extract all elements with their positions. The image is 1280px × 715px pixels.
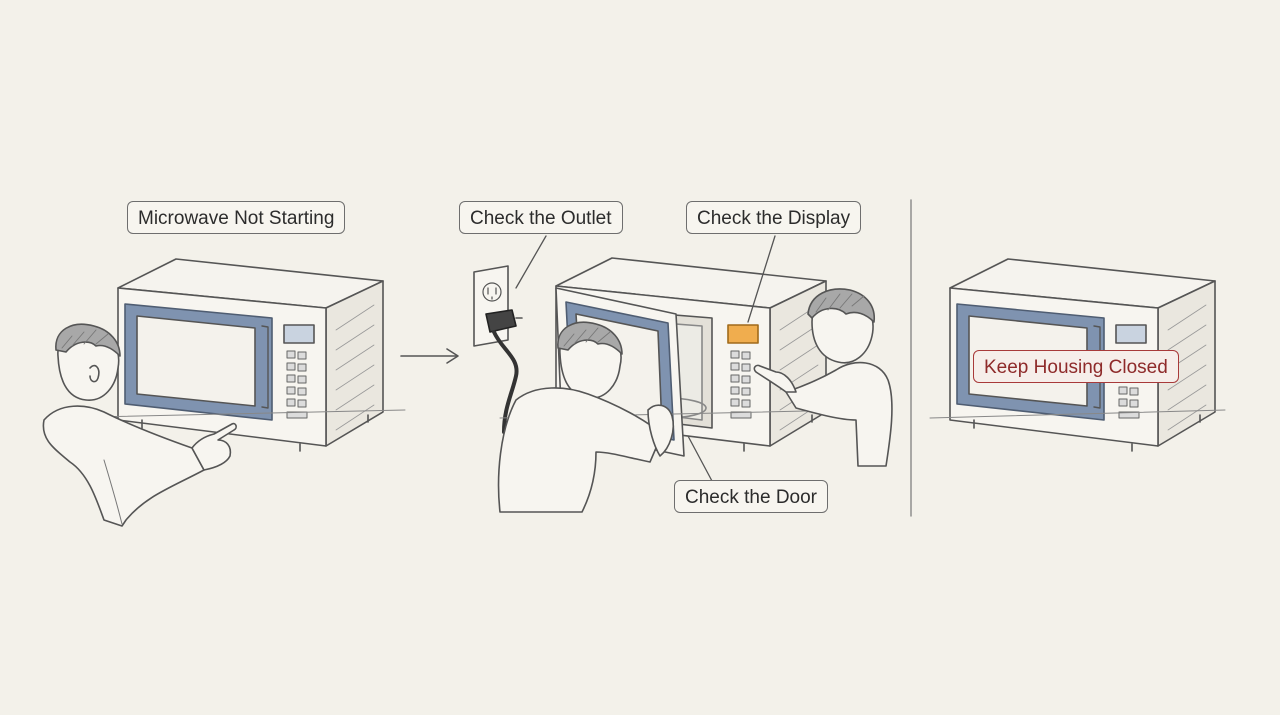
wall-outlet	[473, 265, 523, 434]
label-check-outlet: Check the Outlet	[459, 201, 623, 234]
label-check-door: Check the Door	[674, 480, 829, 513]
person-checking-door	[497, 321, 675, 513]
label-keep-housing-closed: Keep Housing Closed	[973, 350, 1179, 383]
microwave-closed-left	[49, 258, 406, 452]
person-pointing	[42, 323, 237, 527]
person-pressing-button	[753, 288, 893, 467]
right-arrow-icon	[400, 348, 459, 364]
label-check-display: Check the Display	[686, 201, 862, 234]
label-microwave-not-starting: Microwave Not Starting	[127, 201, 346, 234]
